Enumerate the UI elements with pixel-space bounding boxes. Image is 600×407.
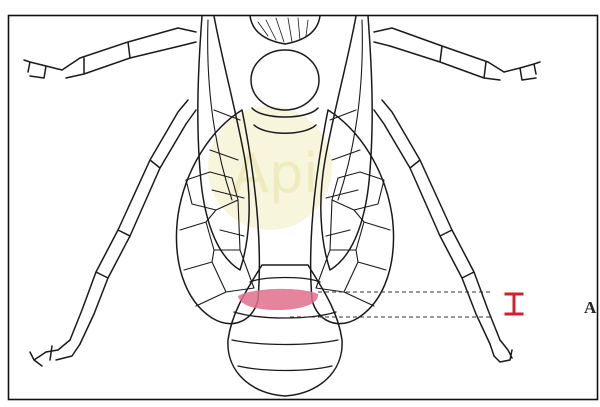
left-front-tarsus: [24, 60, 62, 78]
watermark-text: Api: [232, 142, 318, 205]
left-front-leg: [62, 28, 196, 78]
measure-guides: [290, 292, 490, 317]
highlighted-segment: [238, 289, 318, 310]
left-middle-tarsus: [30, 340, 80, 366]
right-front-leg: [374, 28, 504, 80]
right-middle-tarsus: [490, 340, 512, 362]
right-forewing: [321, 16, 372, 270]
abdomen-outline: [228, 265, 342, 396]
right-front-tarsus: [504, 62, 540, 80]
thorax-scutum: [251, 50, 319, 110]
head-outline: [250, 16, 320, 44]
label-a: A: [584, 298, 597, 317]
measure-marker: [506, 294, 522, 314]
